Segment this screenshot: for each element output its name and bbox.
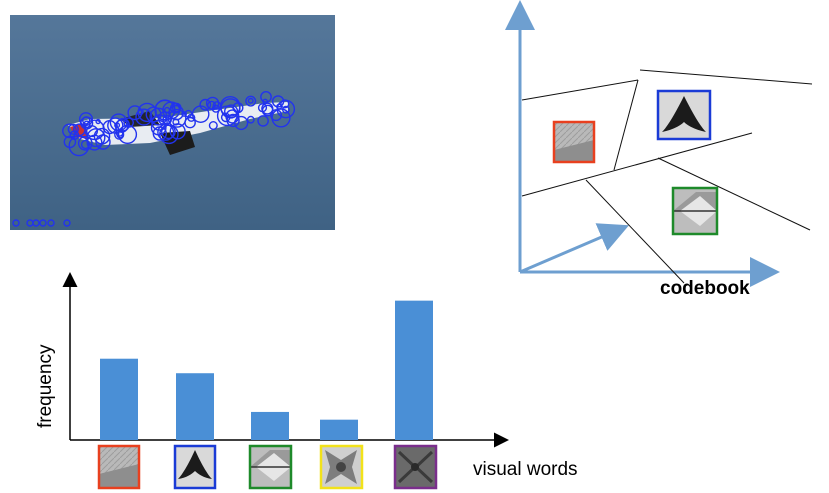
histogram-x-label: visual words (473, 459, 578, 480)
codebook-patch-butterfly (656, 89, 712, 141)
visual-word-gray (97, 444, 141, 490)
codebook-feature-space: codebook (505, 0, 813, 299)
histogram-bar-3 (251, 411, 289, 440)
airplane-photo-with-keypoints (10, 15, 335, 230)
keypoint-circles (62, 91, 296, 157)
codebook-patch-chevron (671, 186, 719, 236)
histogram-bar-2 (176, 373, 214, 440)
codebook-label: codebook (660, 278, 750, 299)
codebook-patch-gray (552, 120, 596, 164)
visual-word-chevron (248, 444, 293, 490)
histogram-bar-5 (395, 300, 433, 440)
visual-word-butterfly (173, 444, 217, 490)
visual-word-histogram: frequency visual words (35, 272, 578, 490)
histogram-bar-4 (320, 419, 358, 440)
visual-word-symmetric (319, 444, 364, 490)
histogram-bars (100, 300, 433, 440)
histogram-y-label: frequency (35, 344, 56, 428)
voronoi-partition-lines (521, 69, 813, 284)
visual-word-dark-texture (393, 444, 438, 490)
histogram-bar-1 (100, 358, 138, 440)
keypoint-row-bottom-left (12, 219, 71, 227)
codebook-z-axis (519, 223, 630, 274)
